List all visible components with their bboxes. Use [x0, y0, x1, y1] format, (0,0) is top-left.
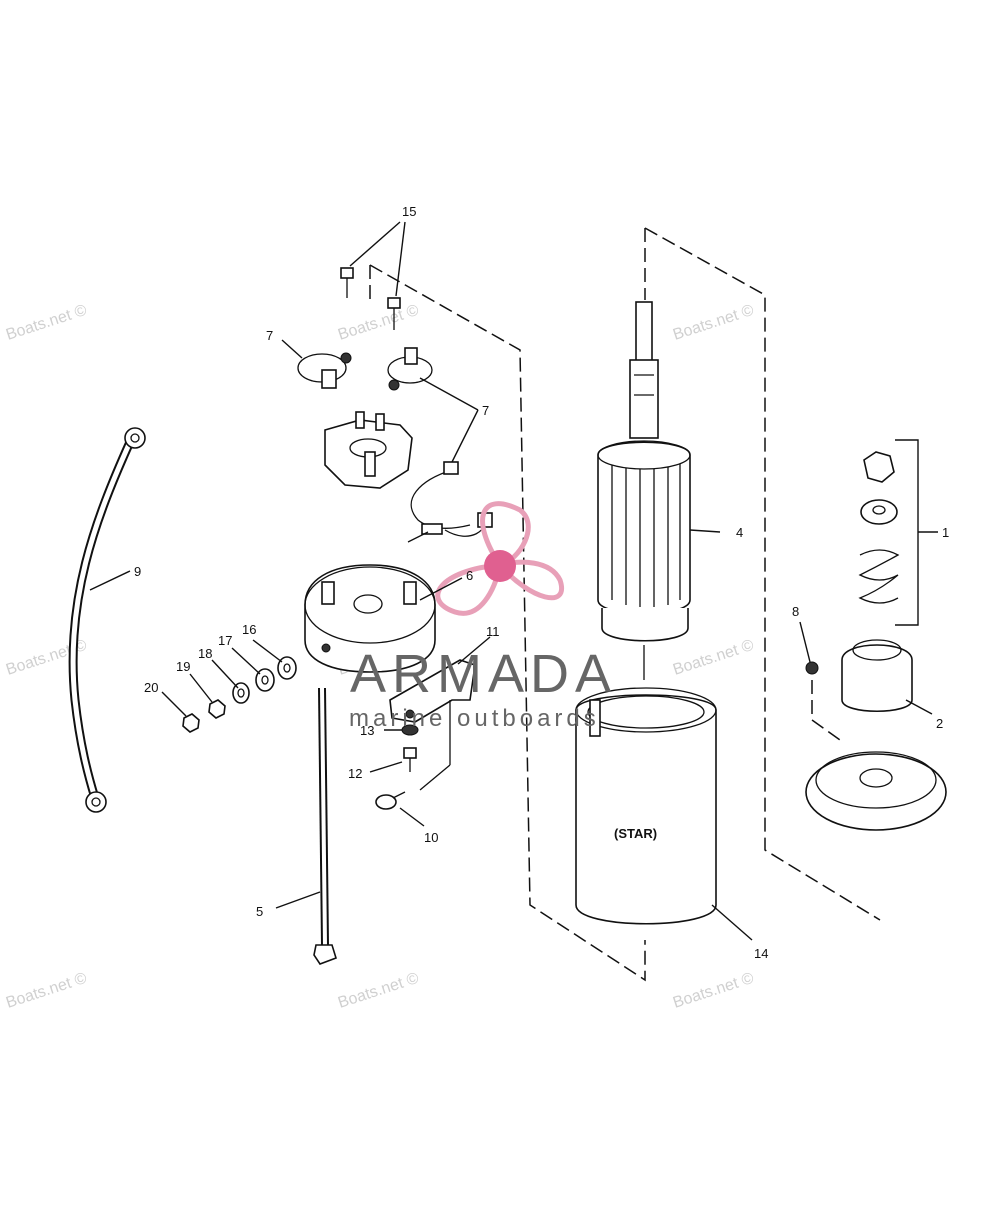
brand-tagline: marine outboards [349, 705, 600, 732]
brush-7b [404, 347, 418, 365]
nut-8 [805, 661, 819, 675]
guide-frame-right [644, 227, 881, 921]
frame-label: (STAR) [614, 826, 657, 841]
brush-7a [321, 369, 337, 389]
label-13: 13 [360, 723, 374, 738]
drive-assembly [805, 451, 947, 831]
watermark: Boats.net © [671, 637, 756, 679]
propeller-blade [480, 501, 531, 568]
watermark: Boats.net © [671, 302, 756, 344]
label-14: 14 [754, 946, 768, 961]
washer-17 [255, 668, 275, 692]
propeller-blade [495, 559, 565, 601]
through-bolt [313, 687, 337, 965]
label-19: 19 [176, 659, 190, 674]
label-4: 4 [736, 525, 743, 540]
screw-15b [387, 297, 401, 330]
watermark: Boats.net © [336, 970, 421, 1012]
label-11: 11 [486, 624, 500, 639]
drive-spring [858, 549, 900, 604]
guide-frame-left [369, 264, 646, 982]
brush-holder [324, 411, 413, 489]
label-7b: 7 [482, 403, 489, 418]
label-5: 5 [256, 904, 263, 919]
watermark: Boats.net © [336, 302, 421, 344]
drive-end-plate [805, 753, 947, 831]
label-6: 6 [466, 568, 473, 583]
label-15: 15 [402, 204, 416, 219]
drive-collar [860, 499, 898, 525]
propeller-hub [484, 550, 516, 582]
armada-logo: ARMADA marine outboards [349, 501, 617, 732]
watermark: Boats.net © [671, 970, 756, 1012]
part-labels: 15 7 7 4 1 9 6 8 11 16 17 18 19 20 2 13 … [134, 204, 949, 961]
watermark: Boats.net © [4, 302, 89, 344]
bracket-group-1 [895, 439, 919, 626]
cable-eyelet-bottom [85, 791, 107, 813]
assembly-guides [369, 227, 881, 982]
nut-19 [208, 699, 226, 719]
label-10: 10 [424, 830, 438, 845]
starter-frame [575, 687, 717, 925]
leader-lines [89, 221, 933, 941]
armature [597, 301, 691, 680]
label-20: 20 [144, 680, 158, 695]
drive-pinion [841, 644, 913, 713]
brush-leads [407, 461, 493, 543]
guide-8-plate [811, 719, 841, 741]
label-18: 18 [198, 646, 212, 661]
label-7a: 7 [266, 328, 273, 343]
cable-eyelet-top [124, 427, 146, 449]
label-1: 1 [942, 525, 949, 540]
label-17: 17 [218, 633, 232, 648]
drive-nut [863, 451, 895, 483]
watermark: Boats.net © [4, 970, 89, 1012]
label-2: 2 [936, 716, 943, 731]
brand-name: ARMADA [350, 644, 617, 704]
battery-cable [68, 427, 146, 813]
label-8: 8 [792, 604, 799, 619]
label-16: 16 [242, 622, 256, 637]
nut-20 [182, 713, 200, 733]
screw-10 [375, 791, 406, 810]
washer-18 [232, 682, 250, 704]
terminal-hardware [182, 656, 297, 733]
screw-15a [340, 267, 354, 298]
label-12: 12 [348, 766, 362, 781]
label-9: 9 [134, 564, 141, 579]
end-cap [304, 564, 436, 673]
washer-16 [277, 656, 297, 680]
propeller-blade [435, 562, 504, 616]
screw-12 [403, 747, 417, 772]
